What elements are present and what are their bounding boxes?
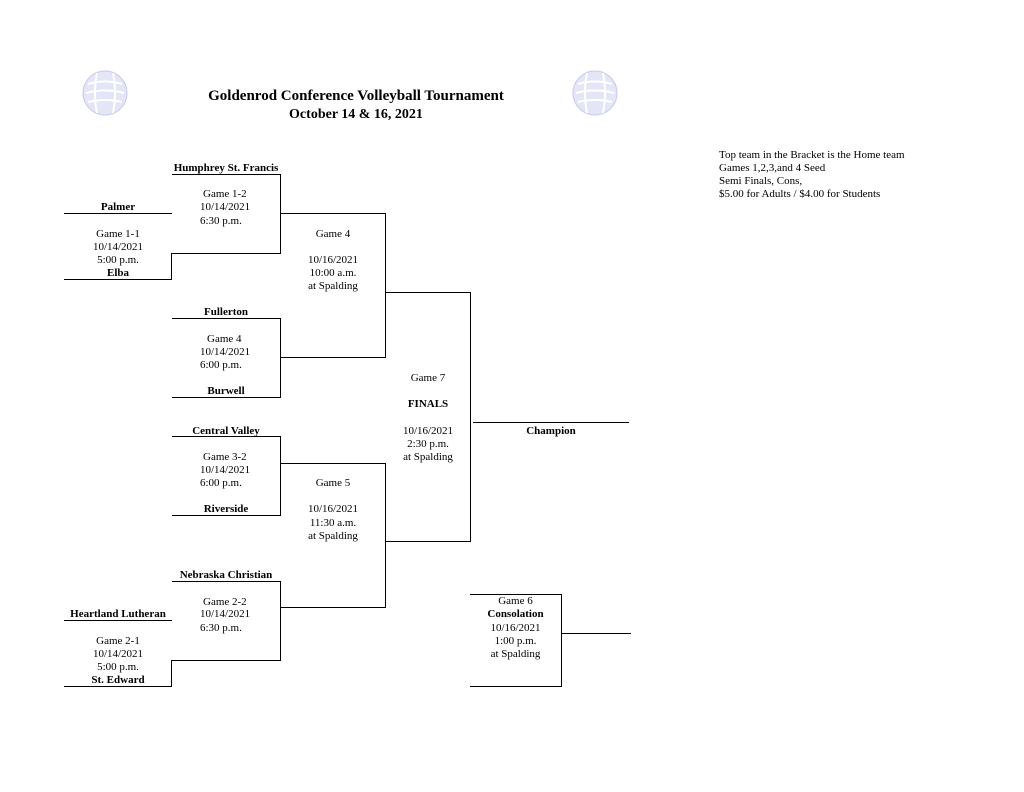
game-name: Game 4 <box>207 333 242 345</box>
team-away: Burwell <box>207 385 245 397</box>
team-home: Palmer <box>100 201 136 213</box>
game-time: 2:30 p.m. <box>407 438 449 450</box>
game-name: Game 1-2 <box>203 188 247 200</box>
note-line: $5.00 for Adults / $4.00 for Students <box>719 188 881 200</box>
game-date: 10/14/2021 <box>200 346 251 358</box>
game-name: Game 5 <box>315 477 351 489</box>
consolation-label: Consolation <box>487 608 544 620</box>
game-time: 6:30 p.m. <box>200 215 242 227</box>
game-date: 10/16/2021 <box>402 425 454 437</box>
game-location: at Spalding <box>308 280 358 292</box>
note-line: Semi Finals, Cons, <box>719 175 803 187</box>
game-name: Game 1-1 <box>96 228 140 240</box>
game-date: 10/14/2021 <box>200 464 251 476</box>
game-time: 6:00 p.m. <box>200 477 242 489</box>
note-line: Top team in the Bracket is the Home team <box>719 149 905 161</box>
game-location: at Spalding <box>403 451 453 463</box>
game-time: 11:30 a.m. <box>309 517 357 529</box>
game-time: 10:00 a.m. <box>309 267 357 279</box>
team-home: Heartland Lutheran <box>70 608 166 620</box>
game-time: 5:00 p.m. <box>97 661 139 673</box>
game-time: 5:00 p.m. <box>97 254 139 266</box>
team-home: Humphrey St. Francis <box>173 162 279 174</box>
team-away: Riverside <box>203 503 249 515</box>
game-time: 6:30 p.m. <box>200 622 242 634</box>
game-date: 10/16/2021 <box>307 503 359 515</box>
game-name: Game 2-1 <box>96 635 140 647</box>
game-name: Game 2-2 <box>203 596 247 608</box>
team-home: Nebraska Christian <box>179 569 273 581</box>
game-location: at Spalding <box>490 648 541 660</box>
game-name: Game 6 <box>498 595 533 607</box>
team-away: Elba <box>106 267 129 279</box>
game-date: 10/14/2021 <box>92 648 144 660</box>
game-name: Game 7 <box>410 372 446 384</box>
volleyball-icon <box>82 70 128 116</box>
finals-label: FINALS <box>407 398 449 410</box>
game-date: 10/16/2021 <box>490 622 541 634</box>
game-date: 10/14/2021 <box>200 201 251 213</box>
game-date: 10/14/2021 <box>200 608 251 620</box>
champion-label: Champion <box>526 425 576 437</box>
game-time: 1:00 p.m. <box>494 635 537 647</box>
game-time: 6:00 p.m. <box>200 359 242 371</box>
team-home: Fullerton <box>204 306 248 318</box>
game-name: Game 4 <box>315 228 351 240</box>
team-away: St. Edward <box>91 674 145 686</box>
game-date: 10/14/2021 <box>92 241 144 253</box>
volleyball-icon <box>572 70 618 116</box>
page-title: Goldenrod Conference Volleyball Tourname… <box>208 88 504 104</box>
game-name: Game 3-2 <box>203 451 247 463</box>
game-date: 10/16/2021 <box>307 254 359 266</box>
game-location: at Spalding <box>308 530 358 542</box>
page-subtitle: October 14 & 16, 2021 <box>289 107 423 122</box>
note-line: Games 1,2,3,and 4 Seed <box>719 162 826 174</box>
team-home: Central Valley <box>192 425 260 437</box>
